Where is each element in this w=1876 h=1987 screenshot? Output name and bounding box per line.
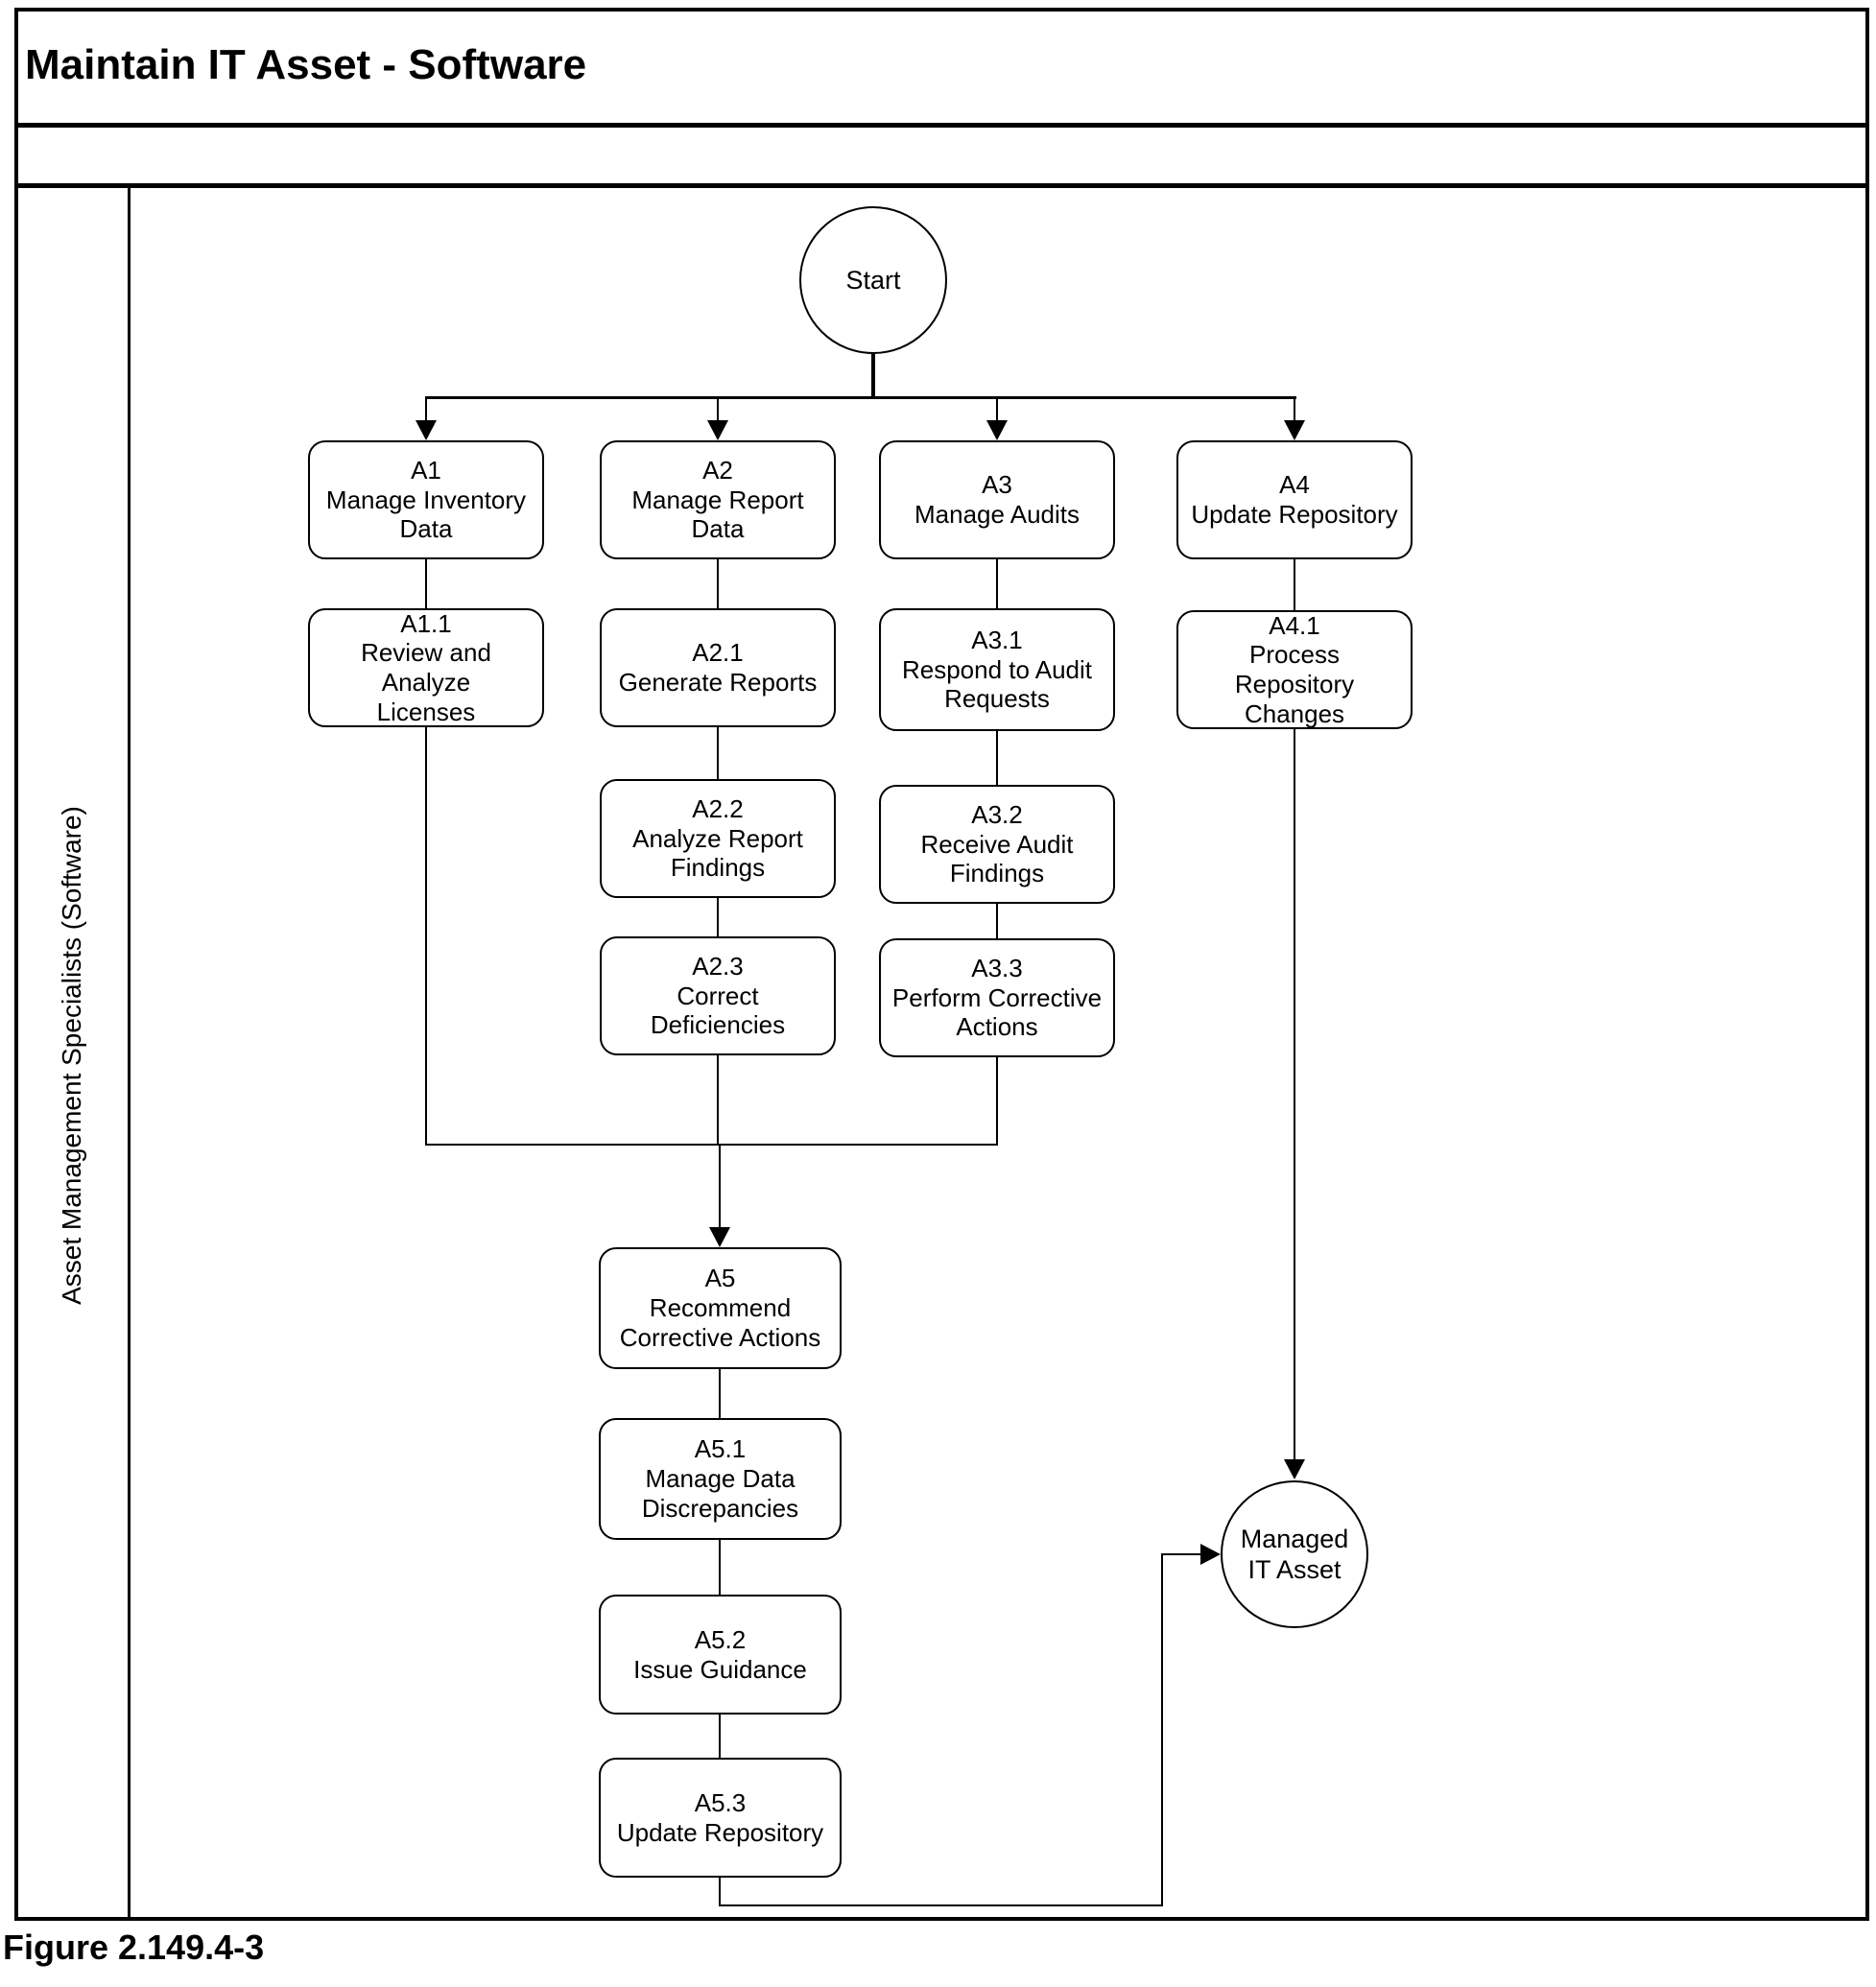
end-node-label: Managed IT Asset: [1240, 1524, 1349, 1584]
node-a1: A1 Manage Inventory Data: [308, 440, 544, 559]
start-node-label: Start: [845, 265, 901, 295]
node-a3-2: A3.2 Receive Audit Findings: [879, 785, 1115, 904]
title-separator-line: [14, 123, 1869, 128]
node-a2-1-label: A2.1 Generate Reports: [618, 638, 818, 697]
lane-label: Asset Management Specialists (Software): [57, 806, 86, 1305]
node-a1-1-label: A1.1 Review and Analyze Licenses: [361, 608, 491, 726]
edge-a52-a53: [719, 1715, 721, 1758]
edge-start-drop: [871, 354, 875, 398]
edge-a4-a41: [1294, 559, 1295, 610]
node-a2-label: A2 Manage Report Data: [631, 455, 804, 544]
edge-a33-merge: [996, 1057, 998, 1146]
arrowhead-to-a4: [1284, 420, 1305, 440]
arrowhead-to-end-from-a41: [1284, 1459, 1305, 1479]
node-a4-1: A4.1 Process Repository Changes: [1176, 610, 1413, 729]
edge-a1-a11: [425, 559, 427, 608]
edge-a31-a32: [996, 731, 998, 785]
node-a2-1: A2.1 Generate Reports: [600, 608, 836, 727]
node-a3-3: A3.3 Perform Corrective Actions: [879, 938, 1115, 1057]
node-a1-label: A1 Manage Inventory Data: [325, 455, 527, 544]
edge-a2-a21: [717, 559, 719, 608]
edge-a53-exit-down: [719, 1878, 721, 1906]
node-a5: A5 Recommend Corrective Actions: [599, 1247, 842, 1369]
diagram-frame: [14, 8, 1869, 1921]
node-a5-3-label: A5.3 Update Repository: [616, 1787, 824, 1847]
arrowhead-to-a1: [416, 420, 437, 440]
edge-branch-stub-a4: [1294, 399, 1295, 422]
edge-a5-a51: [719, 1369, 721, 1418]
node-a2-2: A2.2 Analyze Report Findings: [600, 779, 836, 898]
node-a5-1-label: A5.1 Manage Data Discrepancies: [641, 1434, 799, 1523]
node-a4-1-label: A4.1 Process Repository Changes: [1234, 610, 1355, 728]
edge-branch-stub-a2: [717, 399, 719, 422]
edge-merge-bar: [425, 1144, 998, 1146]
edge-branch-stub-a3: [996, 399, 998, 422]
edge-a22-a23: [717, 898, 719, 936]
edge-a21-a22: [717, 727, 719, 779]
edge-merge-a5: [719, 1146, 721, 1228]
edge-a53-exit-into-end: [1161, 1553, 1203, 1555]
node-a3-1-label: A3.1 Respond to Audit Requests: [901, 625, 1093, 714]
arrowhead-to-end-from-a53: [1200, 1544, 1221, 1565]
node-a5-1: A5.1 Manage Data Discrepancies: [599, 1418, 842, 1540]
node-a2-2-label: A2.2 Analyze Report Findings: [632, 793, 803, 883]
arrowhead-to-a2: [707, 420, 728, 440]
node-a5-2-label: A5.2 Issue Guidance: [633, 1624, 807, 1684]
node-a2: A2 Manage Report Data: [600, 440, 836, 559]
edge-a11-merge: [425, 727, 427, 1146]
edge-a3-a31: [996, 559, 998, 608]
node-a3-3-label: A3.3 Perform Corrective Actions: [891, 953, 1103, 1042]
end-node: Managed IT Asset: [1221, 1480, 1368, 1628]
node-a4-label: A4 Update Repository: [1191, 470, 1398, 529]
node-a4: A4 Update Repository: [1176, 440, 1413, 559]
node-a3-1: A3.1 Respond to Audit Requests: [879, 608, 1115, 731]
page-title: Maintain IT Asset - Software: [25, 41, 587, 88]
edge-branch-stub-a1: [425, 399, 427, 422]
node-a5-3: A5.3 Update Repository: [599, 1758, 842, 1878]
edge-a53-exit-right: [719, 1904, 1163, 1906]
arrowhead-to-a3: [986, 420, 1008, 440]
node-a3-label: A3 Manage Audits: [914, 470, 1080, 529]
start-node: Start: [799, 206, 947, 354]
node-a3-2-label: A3.2 Receive Audit Findings: [920, 799, 1074, 888]
node-a5-label: A5 Recommend Corrective Actions: [619, 1264, 821, 1352]
figure-caption: Figure 2.149.4-3: [3, 1928, 265, 1967]
node-a2-3-label: A2.3 Correct Deficiencies: [650, 951, 786, 1040]
node-a2-3: A2.3 Correct Deficiencies: [600, 936, 836, 1055]
lane-divider-line: [128, 188, 131, 1921]
node-a3: A3 Manage Audits: [879, 440, 1115, 559]
node-a5-2: A5.2 Issue Guidance: [599, 1595, 842, 1715]
edge-a53-exit-up: [1161, 1554, 1163, 1906]
edge-a23-merge: [717, 1055, 719, 1146]
edge-branch-bar: [425, 396, 1296, 399]
node-a1-1: A1.1 Review and Analyze Licenses: [308, 608, 544, 727]
header-band-separator-line: [14, 183, 1869, 188]
edge-a32-a33: [996, 904, 998, 938]
arrowhead-to-a5: [709, 1227, 730, 1247]
edge-a51-a52: [719, 1540, 721, 1595]
edge-a41-end: [1294, 729, 1295, 1460]
